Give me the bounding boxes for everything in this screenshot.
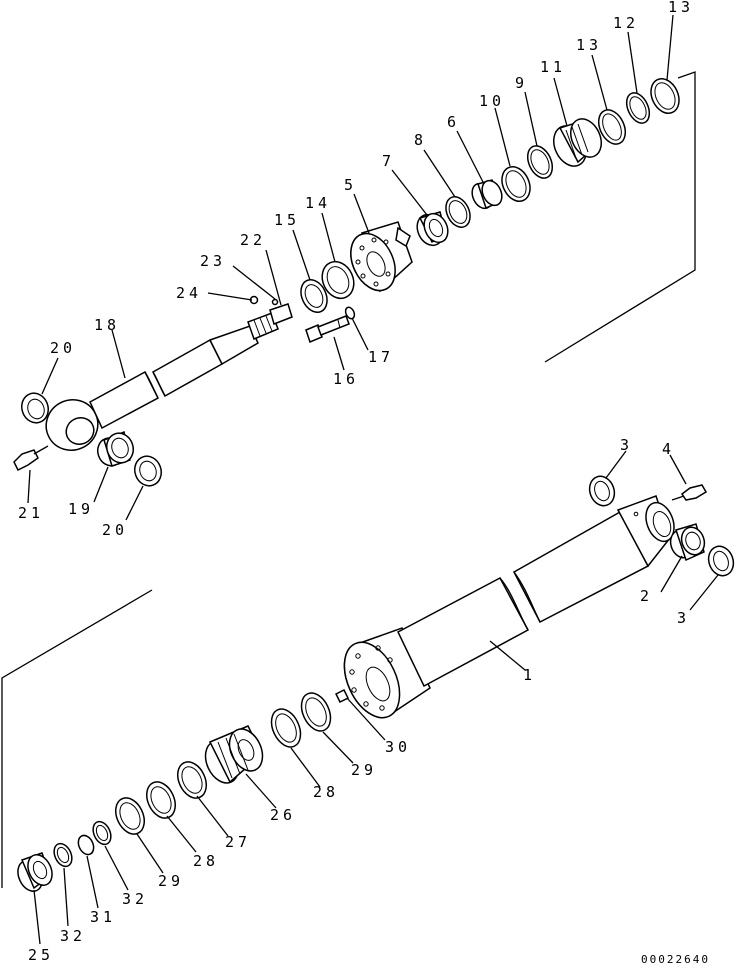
label-part-24: 24	[176, 284, 202, 302]
label-part-23: 23	[200, 252, 226, 270]
ring-27[interactable]	[172, 757, 212, 802]
leader-lines	[27, 14, 719, 945]
cylinder-tube-1[interactable]	[333, 495, 679, 726]
label-part-7: 7	[382, 152, 395, 170]
ring-12[interactable]	[622, 89, 654, 126]
ring-13-outer[interactable]	[646, 74, 685, 118]
label-part-18: 18	[94, 316, 120, 334]
label-part-5: 5	[344, 176, 357, 194]
label-part-14: 14	[305, 194, 331, 212]
label-part-3-upper: 3	[620, 436, 633, 454]
label-part-30: 30	[385, 738, 411, 756]
label-part-2: 2	[640, 587, 653, 605]
label-part-16: 16	[333, 370, 359, 388]
label-part-21: 21	[18, 504, 44, 522]
part-labels: 13 12 13 11 9 10 6 8 7 5 14 15 22 23 24 …	[18, 0, 694, 964]
bolt-16[interactable]	[305, 315, 350, 344]
nut-7[interactable]	[412, 210, 452, 250]
ring-9[interactable]	[523, 142, 557, 182]
ring-28-upper[interactable]	[266, 704, 306, 751]
label-part-4: 4	[662, 440, 675, 458]
ring-14[interactable]	[316, 256, 359, 303]
grease-nipple-21[interactable]	[13, 445, 49, 472]
label-part-22: 22	[240, 231, 266, 249]
dust-seal-20-lower[interactable]	[131, 452, 166, 489]
label-part-1: 1	[523, 666, 536, 684]
drawing-number: 00022640	[641, 953, 710, 966]
ring-32-upper[interactable]	[90, 819, 115, 848]
label-part-29-upper: 29	[351, 761, 377, 779]
nut-25[interactable]	[13, 851, 56, 895]
label-part-10: 10	[479, 92, 505, 110]
ring-32-lower[interactable]	[51, 841, 76, 870]
bushing-2[interactable]	[667, 523, 708, 562]
cylinder-head-5[interactable]	[342, 221, 413, 298]
grease-nipple-4[interactable]	[671, 484, 708, 501]
label-part-11: 11	[540, 58, 566, 76]
label-part-13-inner: 13	[576, 36, 602, 54]
bushing-19[interactable]	[94, 429, 137, 469]
label-part-9: 9	[515, 74, 528, 92]
label-part-25: 25	[28, 946, 54, 964]
label-part-31: 31	[90, 908, 116, 926]
label-part-12: 12	[613, 14, 639, 32]
label-part-28-lower: 28	[193, 852, 219, 870]
seal-11[interactable]	[548, 114, 608, 171]
label-part-27: 27	[225, 833, 251, 851]
label-part-29-lower: 29	[158, 872, 184, 890]
label-part-15: 15	[274, 211, 300, 229]
label-part-13-outer: 13	[668, 0, 694, 16]
dust-seal-3-upper[interactable]	[586, 473, 619, 509]
label-part-8: 8	[414, 131, 427, 149]
label-part-17: 17	[368, 348, 394, 366]
label-part-19: 19	[68, 500, 94, 518]
assembly-guide-lines	[1, 71, 696, 888]
ring-15[interactable]	[296, 276, 332, 317]
bushing-6[interactable]	[468, 177, 505, 211]
label-part-6: 6	[447, 113, 460, 131]
ring-10[interactable]	[497, 162, 536, 206]
dust-seal-20-upper[interactable]	[18, 389, 53, 426]
label-part-3-right: 3	[677, 609, 690, 627]
ring-29-lower[interactable]	[110, 793, 150, 838]
label-part-26: 26	[270, 806, 296, 824]
ring-13-inner[interactable]	[594, 106, 631, 149]
ring-31[interactable]	[75, 833, 96, 857]
plug-30[interactable]	[334, 688, 350, 704]
dust-seal-3-right[interactable]	[705, 543, 735, 579]
piston-26[interactable]	[199, 724, 269, 789]
label-part-28-upper: 28	[313, 783, 339, 801]
label-part-20-upper: 20	[50, 339, 76, 357]
ring-28-lower[interactable]	[141, 777, 181, 822]
ring-8[interactable]	[441, 193, 474, 231]
label-part-32-lower: 32	[60, 927, 86, 945]
label-part-20-lower: 20	[102, 521, 128, 539]
ball-23[interactable]	[271, 298, 279, 306]
ring-29-upper[interactable]	[296, 688, 336, 735]
piston-rod-18[interactable]	[37, 303, 293, 459]
label-part-32-upper: 32	[122, 890, 148, 908]
